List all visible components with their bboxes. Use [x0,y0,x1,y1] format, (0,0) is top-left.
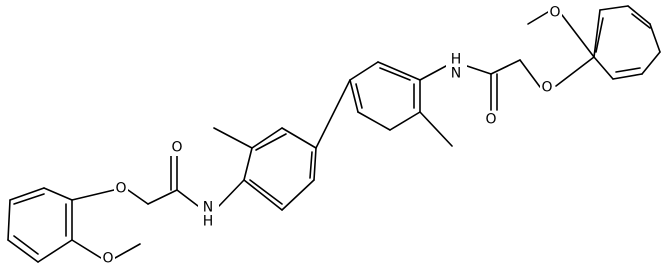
bond [114,243,141,259]
atom-o-methoxy-top: O [548,4,562,21]
bond [419,65,447,81]
bond [627,5,651,25]
bond [9,187,45,201]
svg-text:N: N [203,200,213,216]
svg-text:N: N [451,66,461,82]
bond [349,79,359,113]
bond [243,179,283,211]
svg-text:O: O [115,181,126,197]
bond [593,56,614,80]
bond [315,79,351,149]
bond [357,111,391,131]
atom-nh-bottom: N H [198,199,219,230]
bond [213,127,253,149]
atom-o-ether-top: O [540,79,554,96]
bond [377,61,421,81]
bond [313,147,317,181]
atom-o-methoxy-bottom: O [101,250,115,267]
bond [7,239,39,263]
bond [7,199,11,241]
double-bond-inner [615,67,641,73]
double-bond-inner [355,83,363,109]
svg-text:H: H [203,214,214,230]
bond [37,239,73,263]
bond [218,179,245,207]
bond [561,14,595,58]
bond-lines [7,5,661,263]
atom-o-ether-bottom: O [114,180,128,197]
svg-text:O: O [549,5,560,21]
double-bond-inner [249,179,283,205]
bond [281,127,317,149]
double-bond-inner [255,133,287,151]
double-bond-inner [631,13,651,29]
bond [127,189,149,205]
double-bond-inner [379,67,411,81]
bond [649,23,661,53]
bond [612,73,643,80]
bond [641,51,661,75]
bond [147,189,178,205]
atom-nh-top: H N [446,51,467,82]
bond [71,239,102,259]
bond [555,56,595,87]
svg-text:O: O [485,112,496,128]
svg-text:O: O [102,251,113,267]
atom-o-carbonyl-top: O [484,111,498,128]
bond [599,5,629,11]
bond [243,147,253,181]
svg-text:O: O [541,80,552,96]
bond [176,189,199,207]
svg-text:H: H [451,52,462,68]
svg-text:O: O [171,140,182,156]
bond [519,59,541,88]
double-bond-inner [309,151,313,179]
double-bond-inner [13,193,45,205]
bond [251,127,283,149]
bond [43,187,73,201]
bond [527,11,549,25]
bond [389,111,421,131]
bond [281,179,315,211]
double-bond-inner [13,235,39,255]
bond [593,9,601,58]
bond [71,189,115,201]
bond [466,65,492,75]
bond [349,61,379,81]
atom-labels: O O O H N O N H O O [101,4,562,267]
atom-o-carbonyl-bottom: O [170,139,184,156]
bond [419,111,453,147]
bond [490,59,521,75]
double-bond-inner [595,17,604,53]
